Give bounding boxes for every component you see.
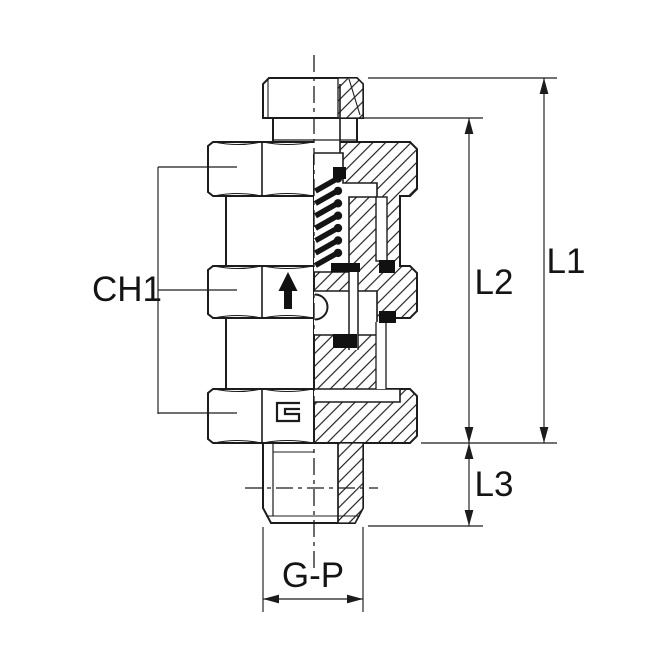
hex-collar-top — [207, 141, 314, 197]
dimensions — [157, 77, 557, 612]
hex-collar-middle — [207, 265, 314, 319]
squared-spiral-mark-icon — [275, 401, 301, 423]
hex-chamfer-arcs-bottom — [213, 388, 314, 444]
lower-channel-outline — [375, 322, 387, 389]
l1-arrow-up — [539, 78, 549, 94]
plug-neck — [272, 118, 358, 141]
cage-channel — [375, 196, 388, 262]
l3-arrow-up — [464, 443, 474, 459]
hex-chamfer-arcs-top — [213, 141, 314, 197]
extension-lines — [362, 77, 557, 527]
ch1-leader-lines — [157, 166, 237, 414]
hex-collar-bottom — [207, 388, 314, 444]
lower-channel — [376, 322, 386, 389]
spring-pocket-outline — [314, 152, 378, 273]
label-l1: L1 — [547, 242, 586, 281]
l2-arrow-down — [464, 427, 474, 443]
o-ring-seal-wide — [333, 334, 357, 348]
label-ch1: CH1 — [92, 270, 162, 309]
flow-passage-outline — [314, 388, 401, 403]
label-l2: L2 — [475, 263, 514, 302]
valve-body-section — [313, 140, 418, 444]
flow-passage — [314, 389, 400, 402]
label-l3: L3 — [475, 465, 514, 504]
o-ring-seal-upper — [379, 260, 395, 273]
hex-chamfer-arcs-middle — [213, 265, 314, 319]
plug-cap-chamfer-line — [348, 78, 361, 116]
check-ball — [314, 293, 329, 321]
dimension-arrowheads — [263, 78, 549, 604]
l1-arrow-down — [539, 427, 549, 443]
plug-cap-section-hatch — [337, 77, 364, 119]
o-ring-seal-middle — [379, 311, 396, 323]
valve-body-exterior — [207, 141, 314, 444]
spring-bottom-seat — [331, 263, 360, 272]
up-arrow-icon — [278, 272, 298, 309]
gp-arrow-right — [347, 594, 363, 604]
label-gp: G-P — [282, 556, 344, 595]
bottom-stud-thread — [262, 442, 364, 524]
l2-arrow-up — [464, 118, 474, 134]
top-plug — [262, 77, 364, 153]
spring-top-seat — [333, 167, 346, 179]
stud-section-hatch — [337, 442, 364, 524]
poppet-stem — [349, 272, 358, 350]
bore-opening — [313, 140, 340, 154]
l3-arrow-down — [464, 510, 474, 526]
gp-arrow-left — [263, 594, 279, 604]
gp-extension-lines — [262, 527, 364, 612]
